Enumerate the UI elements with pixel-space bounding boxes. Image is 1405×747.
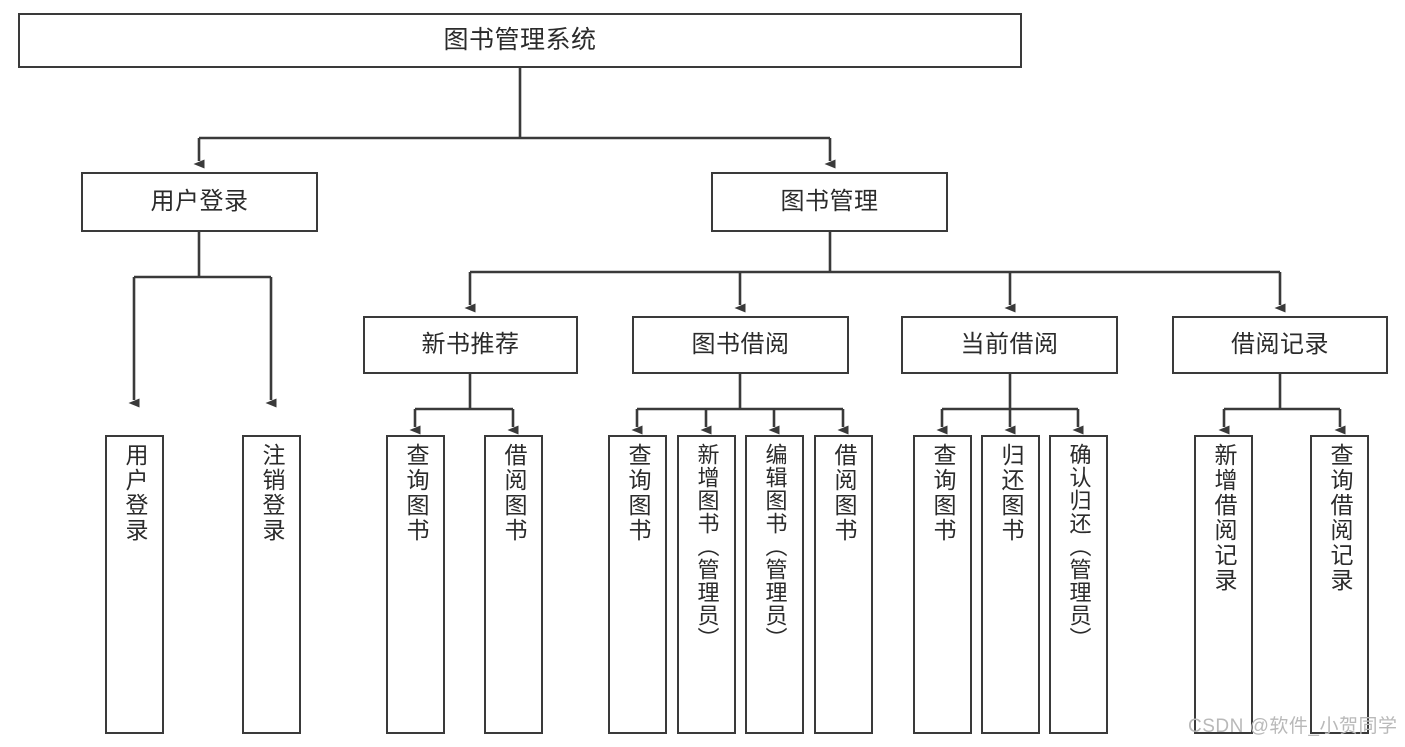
leaf-borrow-book-recommend[interactable]: 借阅图书 [484, 435, 543, 734]
node-current-borrow[interactable]: 当前借阅 [901, 316, 1118, 374]
node-book-management[interactable]: 图书管理 [711, 172, 948, 232]
leaf-logout[interactable]: 注销登录 [242, 435, 301, 734]
node-label: 归还图书 [998, 443, 1024, 543]
node-label: 当前借阅 [960, 330, 1059, 358]
leaf-add-borrow-record[interactable]: 新增借阅记录 [1194, 435, 1253, 734]
node-label: 借阅记录 [1231, 330, 1329, 358]
node-label: 借阅图书 [831, 443, 857, 543]
leaf-add-book-admin[interactable]: 新增图书（管理员） [677, 435, 736, 734]
leaf-query-book-current[interactable]: 查询图书 [913, 435, 972, 734]
node-label: 确认归还（管理员） [1066, 443, 1092, 650]
leaf-user-login[interactable]: 用户登录 [105, 435, 164, 734]
leaf-borrow-book[interactable]: 借阅图书 [814, 435, 873, 734]
node-borrow-record[interactable]: 借阅记录 [1172, 316, 1388, 374]
node-label: 查询图书 [403, 443, 429, 543]
node-label: 查询图书 [625, 443, 651, 543]
node-label: 用户登录 [122, 443, 148, 543]
node-label: 新书推荐 [421, 330, 520, 358]
node-label: 编辑图书（管理员） [762, 443, 788, 650]
node-new-book-recommend[interactable]: 新书推荐 [363, 316, 578, 374]
leaf-return-book[interactable]: 归还图书 [981, 435, 1040, 734]
leaf-confirm-return-admin[interactable]: 确认归还（管理员） [1049, 435, 1108, 734]
node-label: 新增借阅记录 [1211, 443, 1237, 593]
csdn-watermark: CSDN @软件_小贺同学 [1188, 716, 1398, 737]
node-label: 图书管理 [780, 187, 879, 215]
leaf-query-borrow-record[interactable]: 查询借阅记录 [1310, 435, 1369, 734]
node-label: 图书管理系统 [443, 25, 597, 54]
node-root-system[interactable]: 图书管理系统 [18, 13, 1022, 68]
node-user-login[interactable]: 用户登录 [81, 172, 318, 232]
node-label: 查询借阅记录 [1327, 443, 1353, 593]
node-label: 用户登录 [150, 187, 249, 215]
node-label: 图书借阅 [691, 330, 790, 358]
node-label: 新增图书（管理员） [694, 443, 720, 650]
leaf-query-book-borrow[interactable]: 查询图书 [608, 435, 667, 734]
node-label: 借阅图书 [501, 443, 527, 543]
leaf-edit-book-admin[interactable]: 编辑图书（管理员） [745, 435, 804, 734]
node-label: 注销登录 [259, 443, 285, 543]
leaf-query-book-recommend[interactable]: 查询图书 [386, 435, 445, 734]
node-label: 查询图书 [930, 443, 956, 543]
node-book-borrow[interactable]: 图书借阅 [632, 316, 849, 374]
